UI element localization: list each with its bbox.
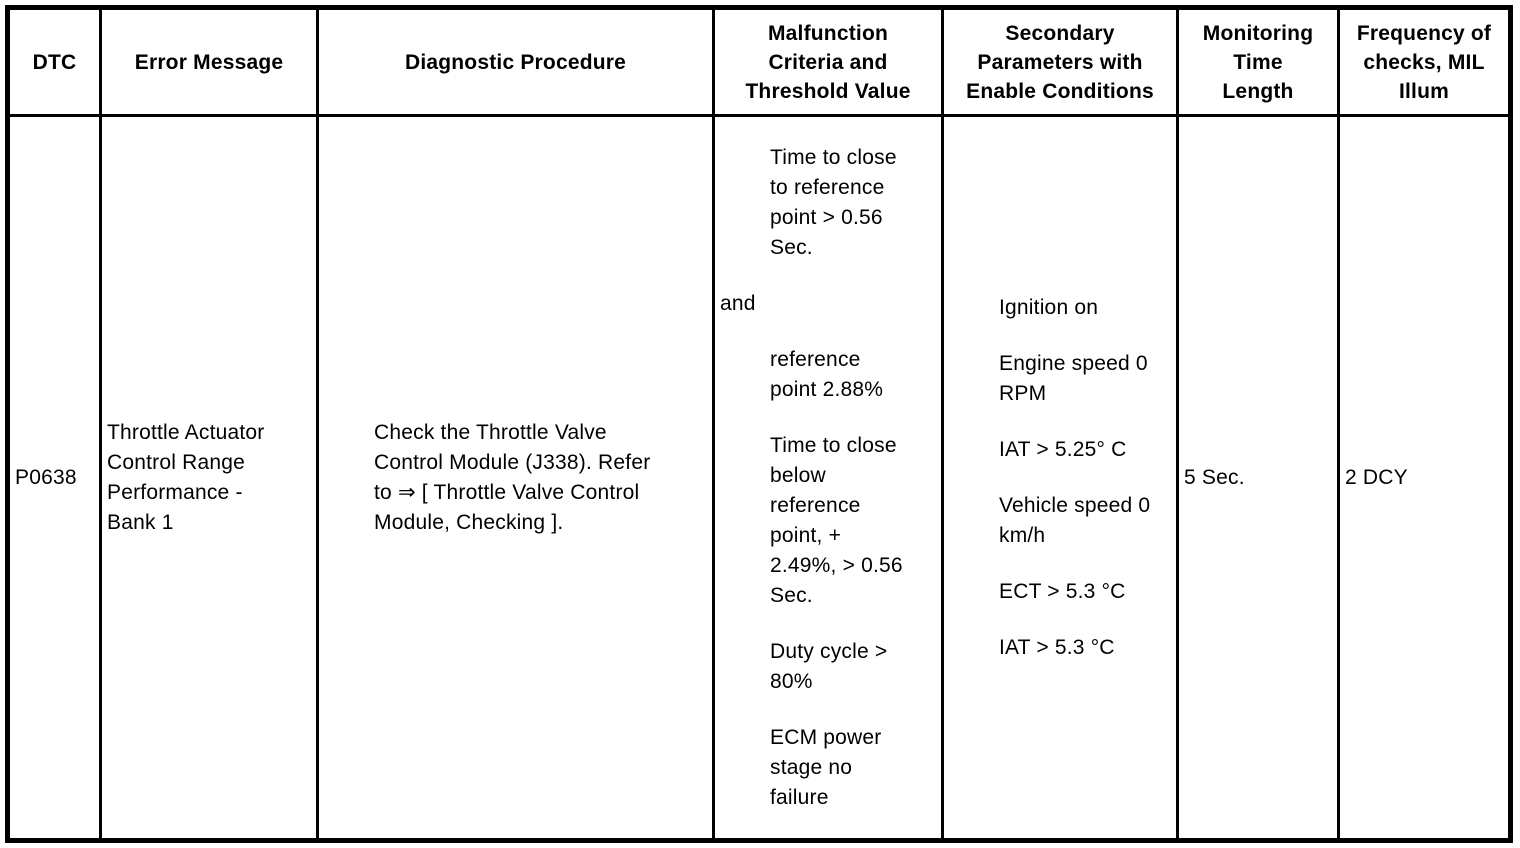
diagnostic-step-text: Check the Throttle Valve Control Module …: [374, 420, 651, 534]
error-message-text: Throttle Actuator Control Range Performa…: [107, 420, 265, 534]
table-row: P0638 Throttle Actuator Control Range Pe…: [6, 114, 1512, 842]
list-item: Check the Throttle Valve Control Module …: [324, 418, 708, 538]
parameter-text: IAT > 5.3 °C: [999, 635, 1115, 659]
cell-frequency: 2 DCY: [1337, 114, 1512, 842]
cell-diagnostic-procedure: Check the Throttle Valve Control Module …: [316, 114, 715, 842]
parameter-text: Engine speed 0 RPM: [999, 351, 1148, 405]
list-item: Engine speed 0 RPM: [949, 349, 1172, 409]
header-frequency-of-checks: Frequency of checks, MIL Illum: [1337, 6, 1512, 117]
list-item: ECT > 5.3 °C: [949, 577, 1172, 607]
cell-error-message: Throttle Actuator Control Range Performa…: [99, 114, 319, 842]
monitoring-time-value: 5 Sec.: [1184, 465, 1245, 489]
header-secondary-parameters: Secondary Parameters with Enable Conditi…: [941, 6, 1179, 117]
list-item: Duty cycle > 80%: [720, 637, 937, 697]
criteria-text: Time to close below reference point, + 2…: [770, 433, 903, 607]
criteria-text: Time to close to reference point > 0.56 …: [770, 145, 897, 259]
criteria-text: ECM power stage no failure: [770, 725, 882, 809]
list-item: IAT > 5.3 °C: [949, 633, 1172, 663]
criteria-text: reference point 2.88%: [770, 347, 884, 401]
criteria-text: Duty cycle > 80%: [770, 639, 888, 693]
list-item: IAT > 5.25° C: [949, 435, 1172, 465]
header-row: DTC Error Message Diagnostic Procedure M…: [6, 6, 1512, 117]
parameter-text: Vehicle speed 0 km/h: [999, 493, 1151, 547]
list-connector: and: [720, 289, 937, 319]
list-item: reference point 2.88%: [720, 345, 937, 405]
header-dtc: DTC: [6, 6, 102, 117]
header-diagnostic-procedure: Diagnostic Procedure: [316, 6, 715, 117]
dtc-table: DTC Error Message Diagnostic Procedure M…: [5, 5, 1513, 843]
dtc-code: P0638: [15, 465, 77, 489]
list-item: Vehicle speed 0 km/h: [949, 491, 1172, 551]
parameter-text: Ignition on: [999, 295, 1099, 319]
diagnostic-procedure-list: Check the Throttle Valve Control Module …: [324, 418, 708, 538]
list-item: Ignition on: [949, 293, 1172, 323]
cell-monitoring-time: 5 Sec.: [1176, 114, 1340, 842]
cell-dtc: P0638: [6, 114, 102, 842]
header-monitoring-time: Monitoring Time Length: [1176, 6, 1340, 117]
header-error-message: Error Message: [99, 6, 319, 117]
list-item: ECM power stage no failure: [720, 723, 937, 813]
frequency-value: 2 DCY: [1345, 465, 1408, 489]
cell-malfunction-criteria: Time to close to reference point > 0.56 …: [712, 114, 944, 842]
list-item: Time to close to reference point > 0.56 …: [720, 143, 937, 263]
parameter-text: ECT > 5.3 °C: [999, 579, 1126, 603]
header-malfunction-criteria: Malfunction Criteria and Threshold Value: [712, 6, 944, 117]
parameter-text: IAT > 5.25° C: [999, 437, 1127, 461]
connector-text: and: [720, 291, 756, 315]
secondary-parameters-list: Ignition on Engine speed 0 RPM IAT > 5.2…: [949, 293, 1172, 663]
list-item: Time to close below reference point, + 2…: [720, 431, 937, 611]
malfunction-criteria-list: Time to close to reference point > 0.56 …: [720, 143, 937, 813]
cell-secondary-parameters: Ignition on Engine speed 0 RPM IAT > 5.2…: [941, 114, 1179, 842]
